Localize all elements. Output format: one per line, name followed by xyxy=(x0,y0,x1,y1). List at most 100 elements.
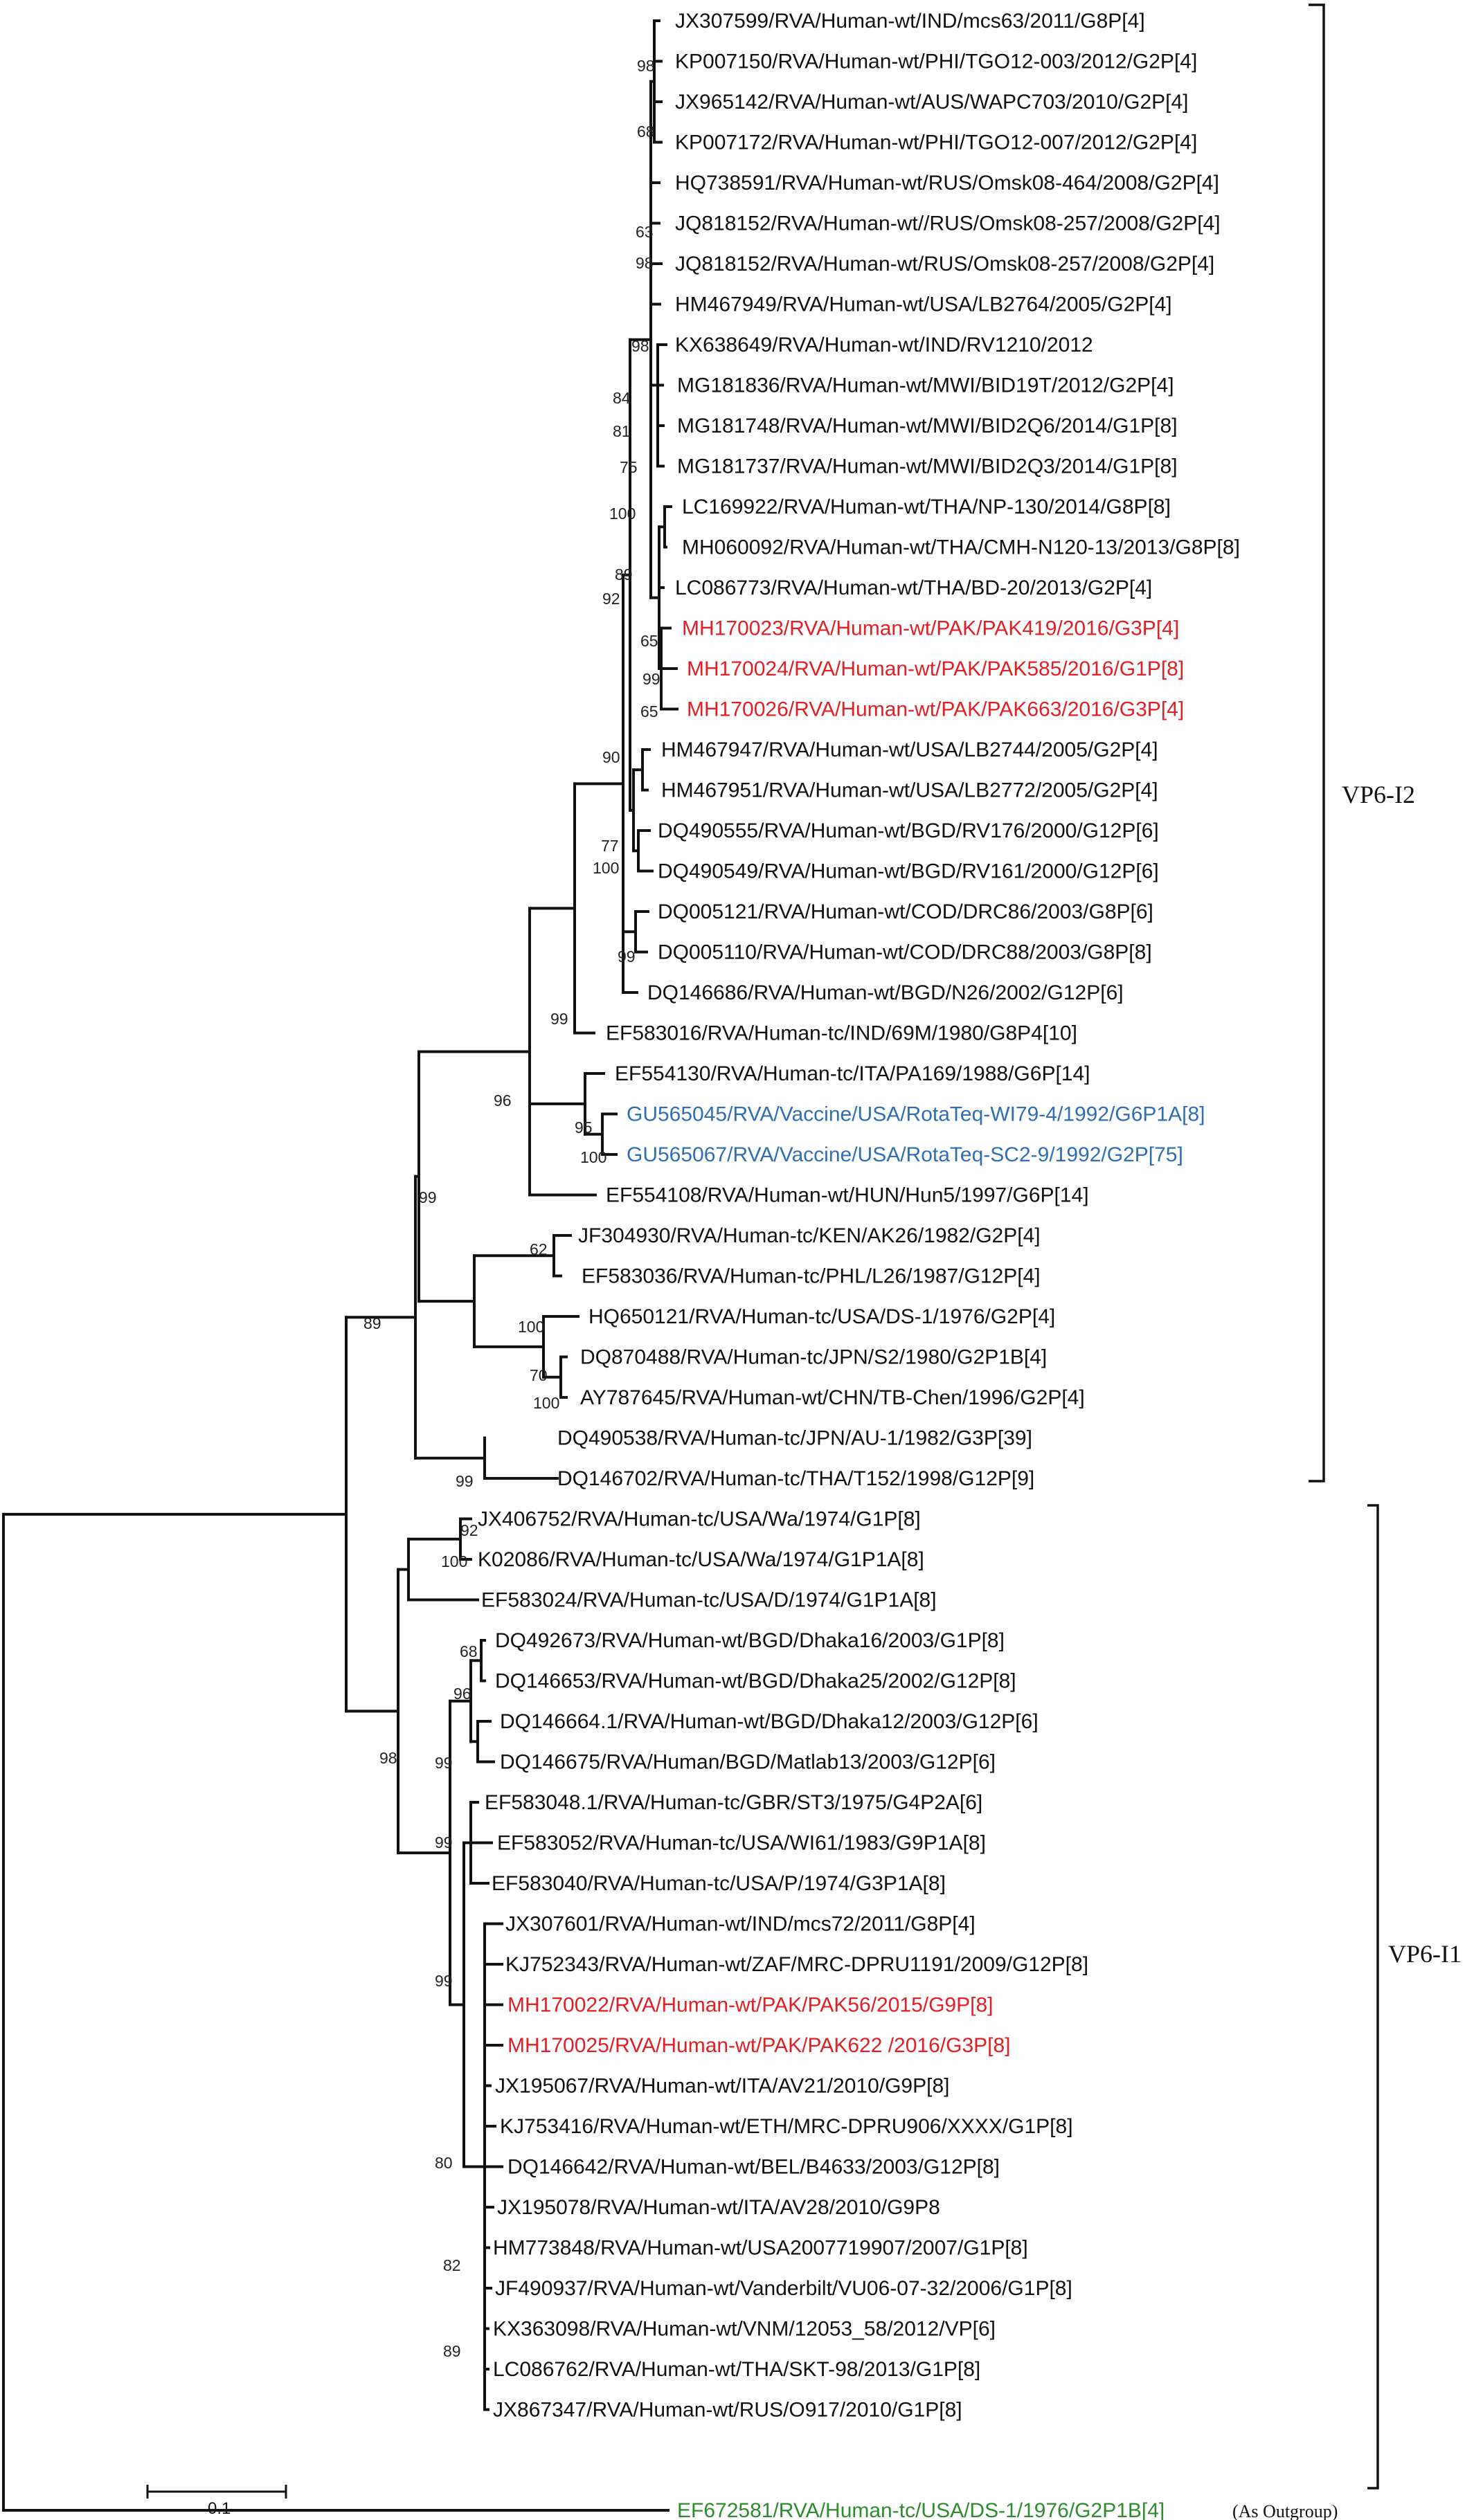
bootstrap-value: 100 xyxy=(580,1148,606,1166)
leaf-label: MG181748/RVA/Human-wt/MWI/BID2Q6/2014/G1… xyxy=(677,415,1178,437)
bootstrap-values: 98 68 63 98 98 84 81 75 100 89 92 65 99 65 90 77 100 99 99… xyxy=(363,57,660,2360)
leaf-label: GU565045/RVA/Vaccine/USA/RotaTeq-WI79-4/… xyxy=(627,1103,1205,1126)
leaf-label: HM467947/RVA/Human-wt/USA/LB2744/2005/G2… xyxy=(661,738,1158,761)
leaf-label: EF583048.1/RVA/Human-tc/GBR/ST3/1975/G4P… xyxy=(485,1791,982,1814)
bootstrap-value: 89 xyxy=(615,565,633,583)
leaf-label: HM467951/RVA/Human-wt/USA/LB2772/2005/G2… xyxy=(661,779,1158,802)
bootstrap-value: 81 xyxy=(613,422,631,440)
bootstrap-value: 63 xyxy=(636,223,654,241)
leaf-label: JX867347/RVA/Human-wt/RUS/O917/2010/G1P[… xyxy=(493,2399,962,2422)
leaf-label: KP007172/RVA/Human-wt/PHI/TGO12-007/2012… xyxy=(675,132,1197,154)
bootstrap-value: 99 xyxy=(435,1754,453,1772)
leaf-labels: JX307599/RVA/Human-wt/IND/mcs63/2011/G8P… xyxy=(478,10,1338,2520)
leaf-label: EF583040/RVA/Human-tc/USA/P/1974/G3P1A[8… xyxy=(492,1872,946,1895)
bootstrap-value: 77 xyxy=(601,837,619,855)
leaf-label: DQ005110/RVA/Human-wt/COD/DRC88/2003/G8P… xyxy=(658,941,1152,964)
leaf-label: DQ490555/RVA/Human-wt/BGD/RV176/2000/G12… xyxy=(658,819,1159,842)
bootstrap-value: 89 xyxy=(363,1314,381,1332)
bootstrap-value: 96 xyxy=(453,1685,471,1703)
leaf-label: KJ753416/RVA/Human-wt/ETH/MRC-DPRU906/XX… xyxy=(500,2115,1073,2138)
leaf-label: MH170026/RVA/Human-wt/PAK/PAK663/2016/G3… xyxy=(687,698,1184,721)
leaf-label: MH170025/RVA/Human-wt/PAK/PAK622 /2016/G… xyxy=(507,2034,1011,2057)
bootstrap-value: 62 xyxy=(530,1240,548,1258)
leaf-label: MH170023/RVA/Human-wt/PAK/PAK419/2016/G3… xyxy=(682,617,1179,640)
bootstrap-value: 75 xyxy=(620,458,638,476)
leaf-label: DQ005121/RVA/Human-wt/COD/DRC86/2003/G8P… xyxy=(658,900,1153,923)
leaf-label: HM773848/RVA/Human-wt/USA2007719907/2007… xyxy=(493,2237,1028,2260)
leaf-label: DQ146702/RVA/Human-tc/THA/T152/1998/G12P… xyxy=(557,1467,1034,1490)
leaf-label: JQ818152/RVA/Human-wt//RUS/Omsk08-257/20… xyxy=(675,212,1221,235)
leaf-label: JX195067/RVA/Human-wt/ITA/AV21/2010/G9P[… xyxy=(495,2075,949,2098)
scale-bar-label: 0.1 xyxy=(208,2499,231,2518)
bootstrap-value: 98 xyxy=(636,254,654,272)
leaf-label: KJ752343/RVA/Human-wt/ZAF/MRC-DPRU1191/2… xyxy=(505,1953,1088,1976)
bootstrap-value: 90 xyxy=(602,748,620,766)
bootstrap-value: 70 xyxy=(530,1366,548,1384)
leaf-label: EF583036/RVA/Human-tc/PHL/L26/1987/G12P[… xyxy=(582,1265,1041,1288)
leaf-label: K02086/RVA/Human-tc/USA/Wa/1974/G1P1A[8] xyxy=(478,1548,924,1571)
bootstrap-value: 98 xyxy=(637,57,655,75)
leaf-label: KP007150/RVA/Human-wt/PHI/TGO12-003/2012… xyxy=(675,51,1197,73)
leaf-label: KX638649/RVA/Human-wt/IND/RV1210/2012 xyxy=(675,334,1093,356)
leaf-label: MH170024/RVA/Human-wt/PAK/PAK585/2016/G1… xyxy=(687,658,1184,680)
clade-bracket-vp6-i1: VP6-I1 xyxy=(1367,1504,1462,2490)
bootstrap-value: 99 xyxy=(618,948,636,966)
outgroup-note: (As Outgroup) xyxy=(1232,2501,1338,2520)
bootstrap-value: 99 xyxy=(642,670,660,688)
leaf-label: EF583052/RVA/Human-tc/USA/WI61/1983/G9P1… xyxy=(497,1832,986,1855)
leaf-label: JF304930/RVA/Human-tc/KEN/AK26/1982/G2P[… xyxy=(578,1224,1041,1247)
leaf-label: DQ146653/RVA/Human-wt/BGD/Dhaka25/2002/G… xyxy=(495,1670,1016,1693)
bootstrap-value: 96 xyxy=(494,1091,512,1109)
tree-branches xyxy=(2,19,678,2512)
leaf-label: MG181836/RVA/Human-wt/MWI/BID19T/2012/G2… xyxy=(677,374,1174,397)
leaf-label: MH170022/RVA/Human-wt/PAK/PAK56/2015/G9P… xyxy=(507,1994,993,2017)
leaf-label: DQ490549/RVA/Human-wt/BGD/RV161/2000/G12… xyxy=(658,860,1159,883)
leaf-label: LC169922/RVA/Human-wt/THA/NP-130/2014/G8… xyxy=(682,496,1171,518)
bootstrap-value: 84 xyxy=(613,389,631,407)
bootstrap-value: 65 xyxy=(640,632,658,650)
bootstrap-value: 98 xyxy=(631,337,649,355)
bootstrap-value: 92 xyxy=(460,1521,478,1539)
bootstrap-value: 100 xyxy=(518,1318,544,1336)
leaf-label: EF554108/RVA/Human-wt/HUN/Hun5/1997/G6P[… xyxy=(606,1184,1089,1207)
bootstrap-value: 99 xyxy=(435,1833,453,1851)
bootstrap-value: 82 xyxy=(443,2256,461,2274)
leaf-label: LC086762/RVA/Human-wt/THA/SKT-98/2013/G1… xyxy=(493,2358,980,2381)
leaf-label: DQ492673/RVA/Human-wt/BGD/Dhaka16/2003/G… xyxy=(495,1629,1005,1652)
leaf-label: LC086773/RVA/Human-wt/THA/BD-20/2013/G2P… xyxy=(675,577,1152,599)
bootstrap-value: 99 xyxy=(419,1188,437,1206)
bootstrap-value: 89 xyxy=(443,2342,461,2360)
leaf-label: MG181737/RVA/Human-wt/MWI/BID2Q3/2014/G1… xyxy=(677,455,1178,478)
bootstrap-value: 95 xyxy=(575,1118,593,1136)
leaf-label: JX195078/RVA/Human-wt/ITA/AV28/2010/G9P8 xyxy=(497,2196,940,2219)
bootstrap-value: 100 xyxy=(533,1394,559,1412)
leaf-label: DQ146642/RVA/Human-wt/BEL/B4633/2003/G12… xyxy=(507,2156,1000,2179)
leaf-label: HM467949/RVA/Human-wt/USA/LB2764/2005/G2… xyxy=(675,293,1172,316)
bootstrap-value: 92 xyxy=(602,590,620,608)
leaf-label: EF554130/RVA/Human-tc/ITA/PA169/1988/G6P… xyxy=(615,1062,1090,1085)
leaf-label: JQ818152/RVA/Human-wt/RUS/Omsk08-257/200… xyxy=(675,253,1214,275)
leaf-label: JF490937/RVA/Human-wt/Vanderbilt/VU06-07… xyxy=(495,2277,1072,2300)
leaf-label: GU565067/RVA/Vaccine/USA/RotaTeq-SC2-9/1… xyxy=(627,1143,1183,1166)
bootstrap-value: 99 xyxy=(550,1010,568,1028)
bootstrap-value: 100 xyxy=(593,859,619,877)
clade-bracket-vp6-i2: VP6-I2 xyxy=(1309,3,1415,1483)
leaf-label: EF583024/RVA/Human-tc/USA/D/1974/G1P1A[8… xyxy=(481,1589,937,1612)
bootstrap-value: 100 xyxy=(441,1552,467,1570)
scale-bar: 0.1 xyxy=(146,2485,287,2518)
leaf-label: MH060092/RVA/Human-wt/THA/CMH-N120-13/20… xyxy=(682,536,1240,559)
bootstrap-value: 99 xyxy=(456,1472,474,1490)
clade-label-vp6-i2: VP6-I2 xyxy=(1342,781,1415,808)
leaf-label: DQ490538/RVA/Human-tc/JPN/AU-1/1982/G3P[… xyxy=(557,1427,1032,1450)
leaf-label: HQ738591/RVA/Human-wt/RUS/Omsk08-464/200… xyxy=(675,172,1219,194)
bootstrap-value: 99 xyxy=(435,1972,453,1990)
leaf-label: HQ650121/RVA/Human-tc/USA/DS-1/1976/G2P[… xyxy=(588,1305,1055,1328)
leaf-label: EF672581/RVA/Human-tc/USA/DS-1/1976/G2P1… xyxy=(677,2499,1165,2520)
bootstrap-value: 68 xyxy=(460,1642,478,1660)
leaf-label: JX307601/RVA/Human-wt/IND/mcs72/2011/G8P… xyxy=(505,1913,976,1936)
bootstrap-value: 65 xyxy=(640,702,658,720)
leaf-label: DQ146675/RVA/Human/BGD/Matlab13/2003/G12… xyxy=(500,1751,996,1774)
leaf-label: DQ146686/RVA/Human-wt/BGD/N26/2002/G12P[… xyxy=(647,981,1124,1004)
clade-label-vp6-i1: VP6-I1 xyxy=(1388,1940,1462,1968)
